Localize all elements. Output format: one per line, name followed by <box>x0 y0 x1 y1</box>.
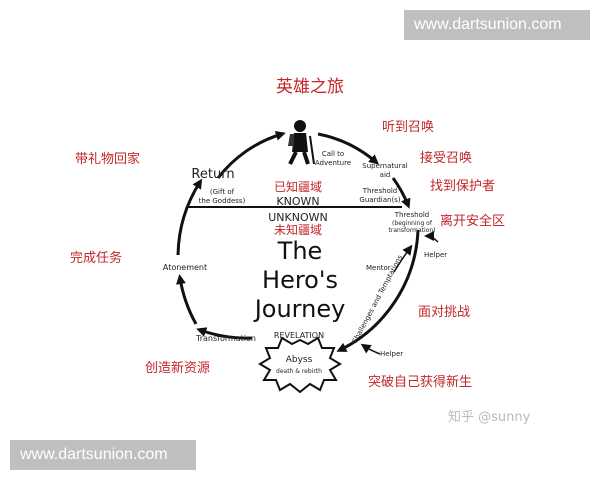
label-abyss: Abyss <box>286 355 313 365</box>
cycle-arc-left-upper <box>176 178 203 256</box>
label-accept-cn: 接受召唤 <box>420 150 472 166</box>
title-journey: Journey <box>253 295 346 323</box>
watermark-top: www.dartsunion.com <box>404 10 590 40</box>
abyss-starburst <box>258 336 342 394</box>
label-aid-1: Supernatural <box>362 162 407 170</box>
label-unknown: UNKNOWN <box>268 211 328 224</box>
helper-bottom-arrow <box>360 343 381 355</box>
label-guardians-1: Threshold <box>362 187 398 195</box>
label-gift-1: (Gift of <box>210 188 235 196</box>
label-death-rebirth: death & rebirth <box>276 368 322 375</box>
cycle-arc-call <box>317 132 380 165</box>
label-call-1: Call to <box>322 150 344 158</box>
label-helper-top: Helper <box>424 251 447 259</box>
label-gift-2: the Goddess) <box>199 197 246 205</box>
label-bring-gift-cn: 带礼物回家 <box>75 151 140 167</box>
label-complete-task-cn: 完成任务 <box>70 250 122 266</box>
title-heros: Hero's <box>262 266 338 294</box>
label-break-self-cn: 突破自己获得新生 <box>368 374 472 390</box>
label-known: KNOWN <box>276 195 319 208</box>
label-known-cn: 已知疆域 <box>274 180 322 194</box>
cycle-arc-right <box>336 229 420 352</box>
watermark-bottom: www.dartsunion.com <box>10 440 196 470</box>
mentor-arrow <box>393 244 413 273</box>
label-threshold-3: transformation) <box>389 227 436 234</box>
label-return: Return <box>191 167 234 182</box>
cycle-arc-top <box>216 130 286 179</box>
label-transformation: Transformation <box>195 334 256 343</box>
label-revelation: REVELATION <box>274 331 324 340</box>
label-aid-2: aid <box>380 171 391 179</box>
label-mentor: Mentor <box>366 264 391 272</box>
label-call-2: Adventure <box>315 159 351 167</box>
label-create-resources-cn: 创造新资源 <box>145 360 210 376</box>
cycle-arc-aid <box>391 177 411 209</box>
cycle-arc-bottom-left <box>196 327 253 340</box>
hiker-icon <box>288 120 315 165</box>
label-guardians-2: Guardian(s) <box>359 196 400 204</box>
label-face-challenge-cn: 面对挑战 <box>418 305 470 320</box>
helper-top-arrow <box>424 231 439 243</box>
cycle-arc-left-lower <box>176 274 198 325</box>
label-find-protector-cn: 找到保护者 <box>430 179 495 194</box>
label-call-cn: 听到召唤 <box>382 120 434 135</box>
credit-zhihu: 知乎 @sunny <box>448 409 531 425</box>
label-unknown-cn: 未知疆域 <box>274 223 322 237</box>
title-the: The <box>277 237 323 265</box>
title-cn: 英雄之旅 <box>276 77 344 97</box>
label-atonement: Atonement <box>163 263 207 272</box>
label-helper-bottom: Helper <box>380 350 403 358</box>
label-threshold-2: (beginning of <box>392 220 433 227</box>
label-leave-safe-cn: 离开安全区 <box>440 213 505 229</box>
label-threshold-1: Threshold <box>394 211 430 219</box>
